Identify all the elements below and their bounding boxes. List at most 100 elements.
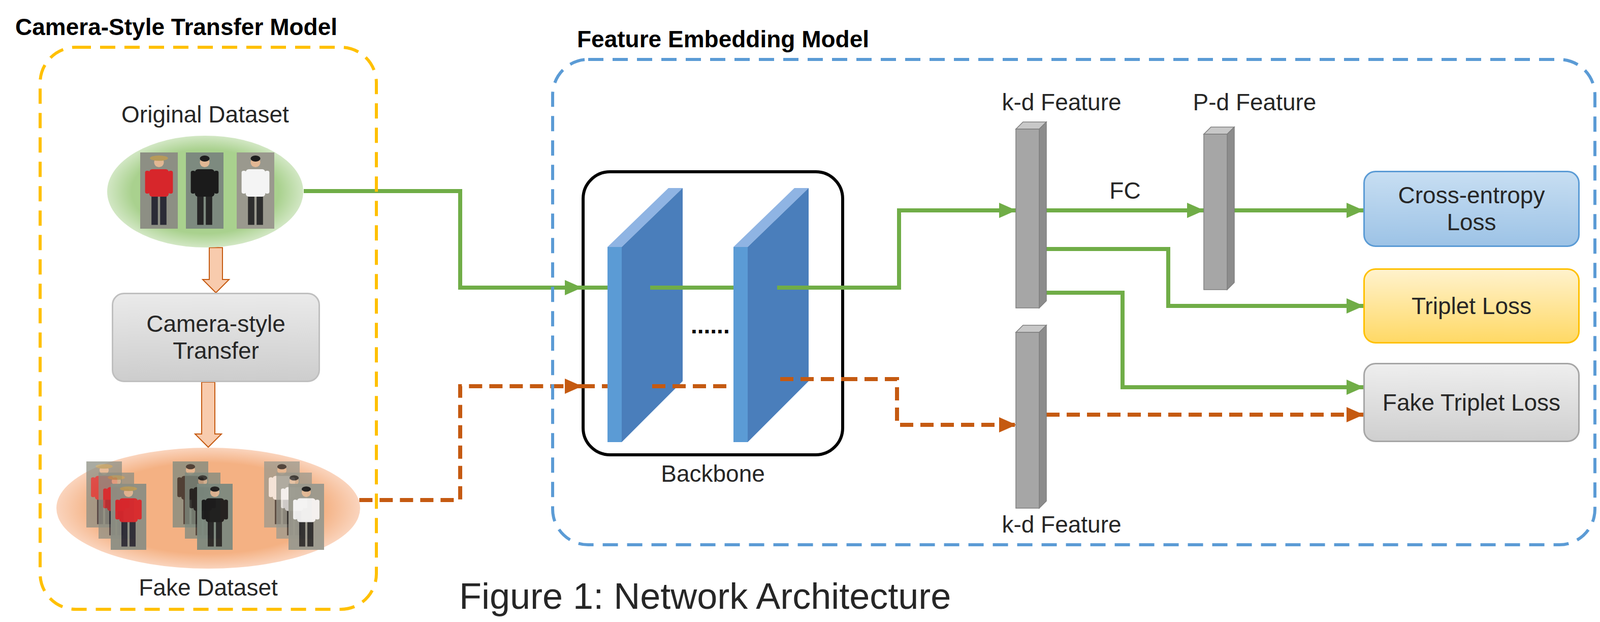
bar-front bbox=[1203, 134, 1228, 290]
person-image bbox=[288, 483, 325, 550]
person-image bbox=[110, 483, 147, 550]
hair bbox=[198, 474, 208, 480]
box-label: Camera-style Transfer bbox=[123, 310, 309, 365]
arm bbox=[115, 499, 120, 520]
figure-caption: Figure 1: Network Architecture bbox=[459, 576, 951, 617]
torso bbox=[119, 498, 138, 523]
arm bbox=[168, 170, 174, 194]
leg bbox=[129, 520, 136, 547]
arm bbox=[145, 170, 150, 194]
arm bbox=[214, 170, 219, 194]
backbone-flow-line bbox=[581, 384, 608, 389]
photo-background bbox=[185, 152, 224, 229]
flow-connector bbox=[844, 210, 1016, 288]
node-label: Fake Dataset bbox=[138, 573, 278, 601]
fake-flow-connector bbox=[359, 386, 582, 500]
hat bbox=[107, 474, 125, 480]
ellipse-shape bbox=[55, 446, 361, 569]
hat bbox=[119, 486, 138, 491]
process-box: Camera-style Transfer bbox=[111, 292, 320, 382]
bar-front bbox=[1015, 129, 1040, 308]
torso bbox=[195, 169, 215, 197]
loss-box: Triplet Loss bbox=[1363, 268, 1580, 344]
backbone-flow-line bbox=[652, 384, 734, 389]
backbone-box: Backbone...... bbox=[581, 170, 845, 457]
backbone-flow-line bbox=[581, 285, 608, 290]
block-arrow bbox=[195, 381, 222, 447]
flow-connector bbox=[1046, 208, 1204, 213]
feature-bar bbox=[1015, 121, 1047, 308]
layer-side bbox=[747, 187, 809, 442]
photo-background bbox=[236, 152, 275, 229]
leg bbox=[160, 194, 167, 226]
arm bbox=[189, 488, 194, 508]
node-label: k-d Feature bbox=[1001, 88, 1122, 116]
fake-flow-connector bbox=[844, 378, 1016, 425]
hair bbox=[277, 463, 287, 469]
feature-bar bbox=[1015, 325, 1047, 508]
photo-background bbox=[140, 152, 178, 229]
ellipsis-label: ...... bbox=[690, 311, 730, 339]
person-image bbox=[185, 152, 224, 229]
person-image bbox=[236, 152, 275, 229]
node-label: Backbone bbox=[660, 460, 765, 488]
hair bbox=[289, 474, 299, 480]
box-label: Triplet Loss bbox=[1411, 292, 1532, 320]
arm bbox=[103, 488, 108, 508]
leg bbox=[256, 194, 264, 226]
leg bbox=[151, 194, 158, 226]
arm bbox=[177, 476, 182, 497]
backbone-flow-line bbox=[780, 376, 845, 381]
model-group: Feature Embedding ModelBackbone......k-d… bbox=[551, 57, 1597, 547]
arm bbox=[201, 499, 206, 520]
block-arrow bbox=[202, 247, 230, 293]
arm bbox=[268, 476, 273, 497]
backbone-flow-line bbox=[650, 285, 734, 290]
arm bbox=[315, 499, 320, 520]
flow-connector bbox=[1046, 292, 1364, 388]
leg bbox=[205, 194, 213, 226]
backbone-flow-line bbox=[777, 285, 845, 290]
hair bbox=[250, 155, 261, 162]
dashed-border bbox=[552, 59, 1595, 545]
feature-vector: k-d Feature bbox=[1015, 121, 1047, 308]
torso bbox=[205, 498, 224, 523]
arm bbox=[293, 499, 298, 520]
ellipse-shape bbox=[106, 135, 304, 248]
photo-background bbox=[288, 483, 325, 550]
flow-connector bbox=[303, 190, 582, 288]
box-label: Cross-entropy Loss bbox=[1374, 181, 1568, 236]
photo-background bbox=[110, 483, 147, 550]
node-label: k-d Feature bbox=[1001, 510, 1122, 538]
layer-side bbox=[621, 187, 683, 442]
hair bbox=[185, 463, 196, 469]
leg bbox=[307, 520, 314, 547]
group-title: Feature Embedding Model bbox=[577, 25, 870, 53]
arm bbox=[224, 499, 229, 520]
person-image bbox=[197, 483, 233, 550]
feature-vector: k-d Feature bbox=[1015, 325, 1047, 508]
bar-side bbox=[1039, 325, 1047, 508]
layer-front bbox=[733, 246, 748, 442]
leg bbox=[215, 520, 222, 547]
arm bbox=[280, 488, 285, 508]
dashed-border bbox=[40, 47, 377, 610]
hat bbox=[149, 155, 169, 162]
fake-flow-connector bbox=[1046, 412, 1364, 417]
ellipse-fill bbox=[56, 447, 361, 569]
leg bbox=[299, 520, 306, 547]
box-label: Fake Triplet Loss bbox=[1382, 389, 1561, 416]
node-label: P-d Feature bbox=[1193, 88, 1317, 116]
leg bbox=[121, 520, 128, 547]
leg bbox=[207, 520, 214, 547]
loss-box: Cross-entropy Loss bbox=[1363, 170, 1580, 247]
bar-side bbox=[1039, 121, 1047, 308]
bar-side bbox=[1227, 126, 1235, 290]
bar-front bbox=[1015, 332, 1040, 508]
arm bbox=[90, 476, 95, 497]
node-label: Original Dataset bbox=[121, 101, 290, 128]
ellipse-fill bbox=[107, 135, 304, 248]
arm bbox=[265, 170, 270, 194]
